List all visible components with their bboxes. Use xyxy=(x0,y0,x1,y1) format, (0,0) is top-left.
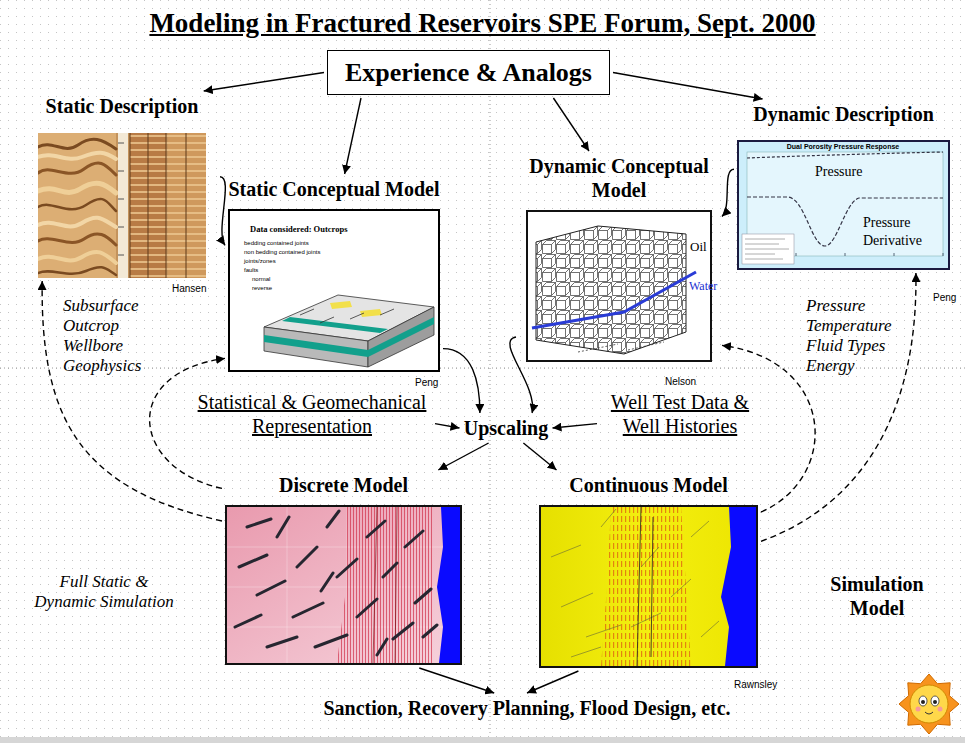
flow-arrow xyxy=(613,73,763,100)
figure-heading: Data considered: Outcrops xyxy=(250,224,347,234)
flow-arrow xyxy=(553,98,589,151)
flow-arrow xyxy=(527,671,578,693)
flow-arrow xyxy=(204,73,324,92)
sun-mascot-icon xyxy=(898,673,960,735)
flow-arrow xyxy=(150,358,225,488)
flow-arrow xyxy=(220,177,225,246)
figure-note: reverse xyxy=(252,285,272,292)
figure-note: joints/zones xyxy=(244,258,276,265)
image-panel: Discrete Model xyxy=(225,473,462,665)
chart-label: Pressure xyxy=(815,164,862,181)
figure-note: bedding contained joints xyxy=(244,240,309,247)
flow-arrow xyxy=(523,443,556,470)
flow-arrow xyxy=(722,169,734,216)
figure-note: faults xyxy=(244,267,258,274)
chart-label: Pressure Derivative xyxy=(863,214,938,250)
image-panel: Dynamic Conceptual Model xyxy=(519,154,719,362)
node-text: Static Description xyxy=(27,94,217,118)
figure-label: Oil xyxy=(690,239,707,255)
flow-arrow xyxy=(42,281,222,521)
node-text: Discrete Model xyxy=(225,473,462,497)
discrete-fracture-model xyxy=(227,507,460,663)
text-node: Statistical & Geomechanical Representati… xyxy=(192,390,432,438)
image-panel: Continuous Model xyxy=(539,473,758,668)
side-label: Pressure Temperature Fluid Types Energy xyxy=(806,296,906,376)
continuous-model xyxy=(541,507,756,666)
image-frame xyxy=(737,140,950,270)
process-box: Experience & Analogs xyxy=(327,50,610,95)
side-label: Full Static & Dynamic Simulation xyxy=(31,572,177,612)
text-node: Upscaling xyxy=(463,416,550,440)
side-label: Simulation Model xyxy=(817,572,937,620)
image-frame xyxy=(38,133,206,278)
text-node: Sanction, Recovery Planning, Flood Desig… xyxy=(322,696,732,720)
figure-note: non bedding contained joints xyxy=(244,249,320,256)
node-text: Upscaling xyxy=(463,416,550,440)
core-photo xyxy=(38,133,206,278)
image-frame xyxy=(526,210,712,362)
image-panel: Static Description xyxy=(27,94,217,278)
figure-note: normal xyxy=(252,276,270,283)
figure-label: Water xyxy=(689,279,717,293)
node-text: Sanction, Recovery Planning, Flood Desig… xyxy=(322,696,732,720)
sugar-cube-model xyxy=(528,212,710,360)
credit-text: Rawnsley xyxy=(734,679,777,691)
flow-arrow xyxy=(419,668,494,693)
diagram-title: Modeling in Fractured Reservoirs SPE For… xyxy=(0,5,965,41)
chart-title: Dual Porosity Pressure Response xyxy=(787,143,899,151)
node-text: Experience & Analogs xyxy=(345,57,592,88)
credit-text: Nelson xyxy=(665,376,696,388)
pressure-chart xyxy=(739,142,948,268)
image-frame xyxy=(539,505,758,668)
flow-arrow xyxy=(435,424,460,428)
flow-arrow xyxy=(761,273,916,541)
credit-text: Peng xyxy=(415,377,438,389)
node-text: Static Conceptual Model xyxy=(228,177,440,201)
image-frame xyxy=(225,505,462,665)
flow-arrow xyxy=(553,424,598,428)
node-text: Dynamic Conceptual Model xyxy=(519,154,719,202)
flow-arrow xyxy=(345,98,361,174)
flow-arrow xyxy=(438,443,488,470)
credit-text: Peng xyxy=(933,292,956,304)
flow-arrow xyxy=(443,349,480,413)
node-text: Statistical & Geomechanical Representati… xyxy=(192,390,432,438)
node-text: Continuous Model xyxy=(539,473,758,497)
side-label: Subsurface Outcrop Wellbore Geophysics xyxy=(63,296,141,376)
node-text: Well Test Data & Well Histories xyxy=(600,390,760,438)
node-text: Dynamic Description xyxy=(737,102,950,126)
credit-text: Hansen xyxy=(172,283,206,295)
text-node: Well Test Data & Well Histories xyxy=(600,390,760,438)
image-panel: Static Conceptual Model xyxy=(228,177,440,372)
